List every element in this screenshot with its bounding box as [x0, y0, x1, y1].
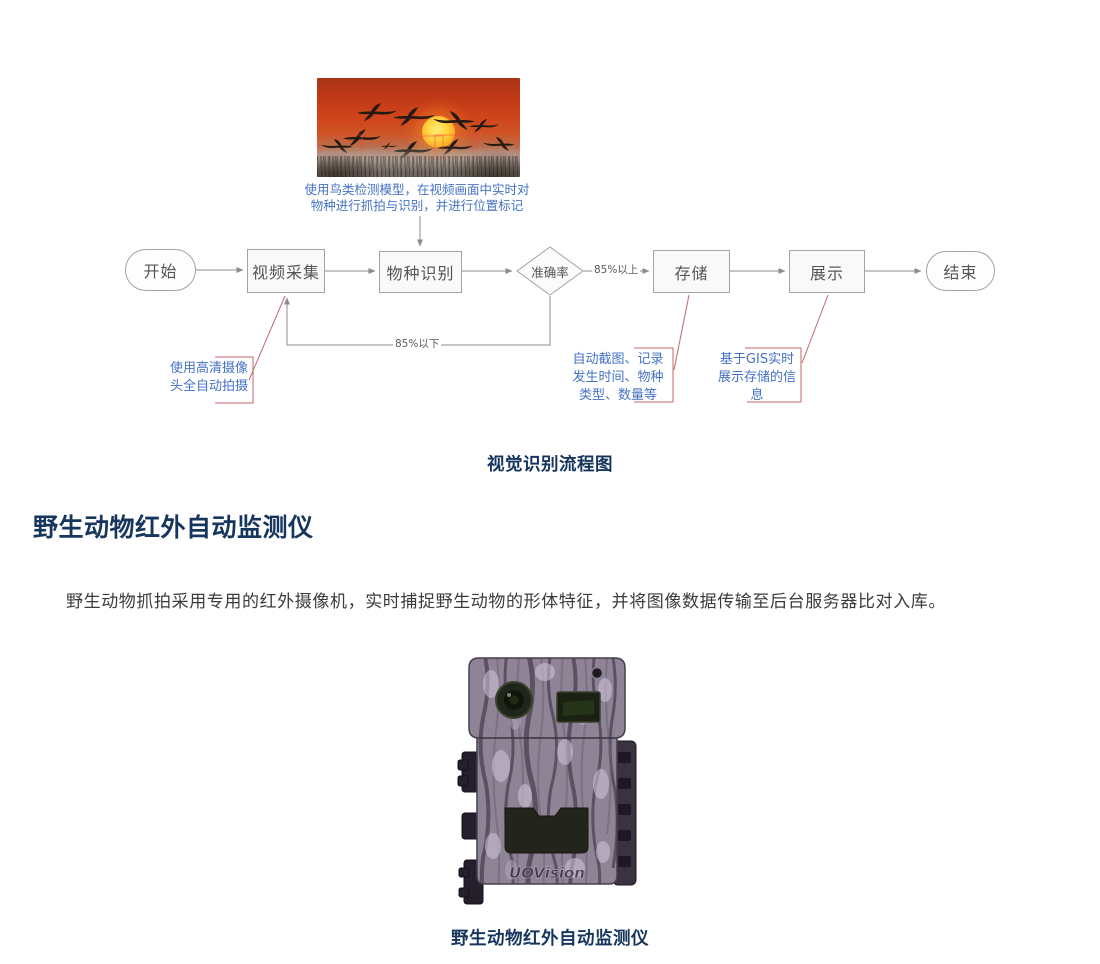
callout-storage-line2: 发生时间、物种 [572, 370, 664, 385]
device-caption: 野生动物红外自动监测仪 [451, 929, 649, 949]
node-end: 结束 [926, 251, 995, 291]
node-display-label: 展示 [809, 263, 844, 283]
camera-outline [468, 657, 626, 885]
edge-label-below-85: 85%以下 [393, 338, 442, 351]
callout-gis-line3: 息 [750, 388, 764, 403]
node-accuracy-label: 准确率 [531, 264, 569, 280]
camera-sensor-dot [590, 666, 604, 680]
camera-recess-opening [504, 807, 589, 854]
bird-image-note-line2: 物种进行抓拍与识别，并进行位置标记 [310, 197, 524, 213]
node-video-capture: 视频采集 [247, 249, 325, 293]
callout-gis-line2: 展示存储的信 [717, 370, 796, 385]
bird-image-note-line1: 使用鸟类检测模型，在视频画面中实时对 [304, 182, 530, 197]
reeds-texture [317, 156, 520, 177]
callout-storage: 自动截图、记录 发生时间、物种 类型、数量等 [568, 351, 668, 405]
callout-storage-line3: 类型、数量等 [578, 388, 657, 403]
camera-brand-embossed: UOVision [509, 864, 585, 882]
trail-camera-image: UOVision [457, 657, 637, 905]
flowchart-caption: 视觉识别流程图 [487, 455, 613, 475]
node-start-label: 开始 [143, 262, 178, 281]
callout-capture-line1: 使用高清摄像 [169, 361, 248, 376]
node-accuracy: 准确率 [517, 259, 583, 283]
node-storage: 存储 [653, 250, 730, 293]
callout-gis-line1: 基于GIS实时 [719, 352, 795, 367]
bird-image-note: 使用鸟类检测模型，在视频画面中实时对 物种进行抓拍与识别，并进行位置标记 [217, 182, 617, 213]
section-heading: 野生动物红外自动监测仪 [33, 513, 314, 542]
node-end-label: 结束 [943, 263, 978, 282]
node-species-recognition: 物种识别 [379, 251, 462, 293]
node-display: 展示 [789, 250, 865, 293]
callout-capture-line2: 头全自动拍摄 [169, 379, 248, 394]
section-paragraph: 野生动物抓拍采用专用的红外摄像机，实时捕捉野生动物的形体特征，并将图像数据传输至… [66, 592, 946, 612]
node-species-recognition-label: 物种识别 [386, 264, 455, 283]
node-storage-label: 存储 [674, 263, 709, 283]
node-start: 开始 [125, 249, 196, 291]
camera-ir-window [556, 691, 601, 723]
callout-gis: 基于GIS实时 展示存储的信 息 [715, 351, 799, 405]
camera-lens [495, 681, 533, 719]
callout-storage-line1: 自动截图、记录 [572, 352, 664, 367]
callout-capture: 使用高清摄像 头全自动拍摄 [159, 360, 259, 396]
node-video-capture-label: 视频采集 [251, 263, 320, 282]
camera-strap-bracket [612, 740, 637, 886]
bird-detection-image [317, 78, 520, 177]
edge-label-above-85: 85%以上 [592, 264, 641, 277]
